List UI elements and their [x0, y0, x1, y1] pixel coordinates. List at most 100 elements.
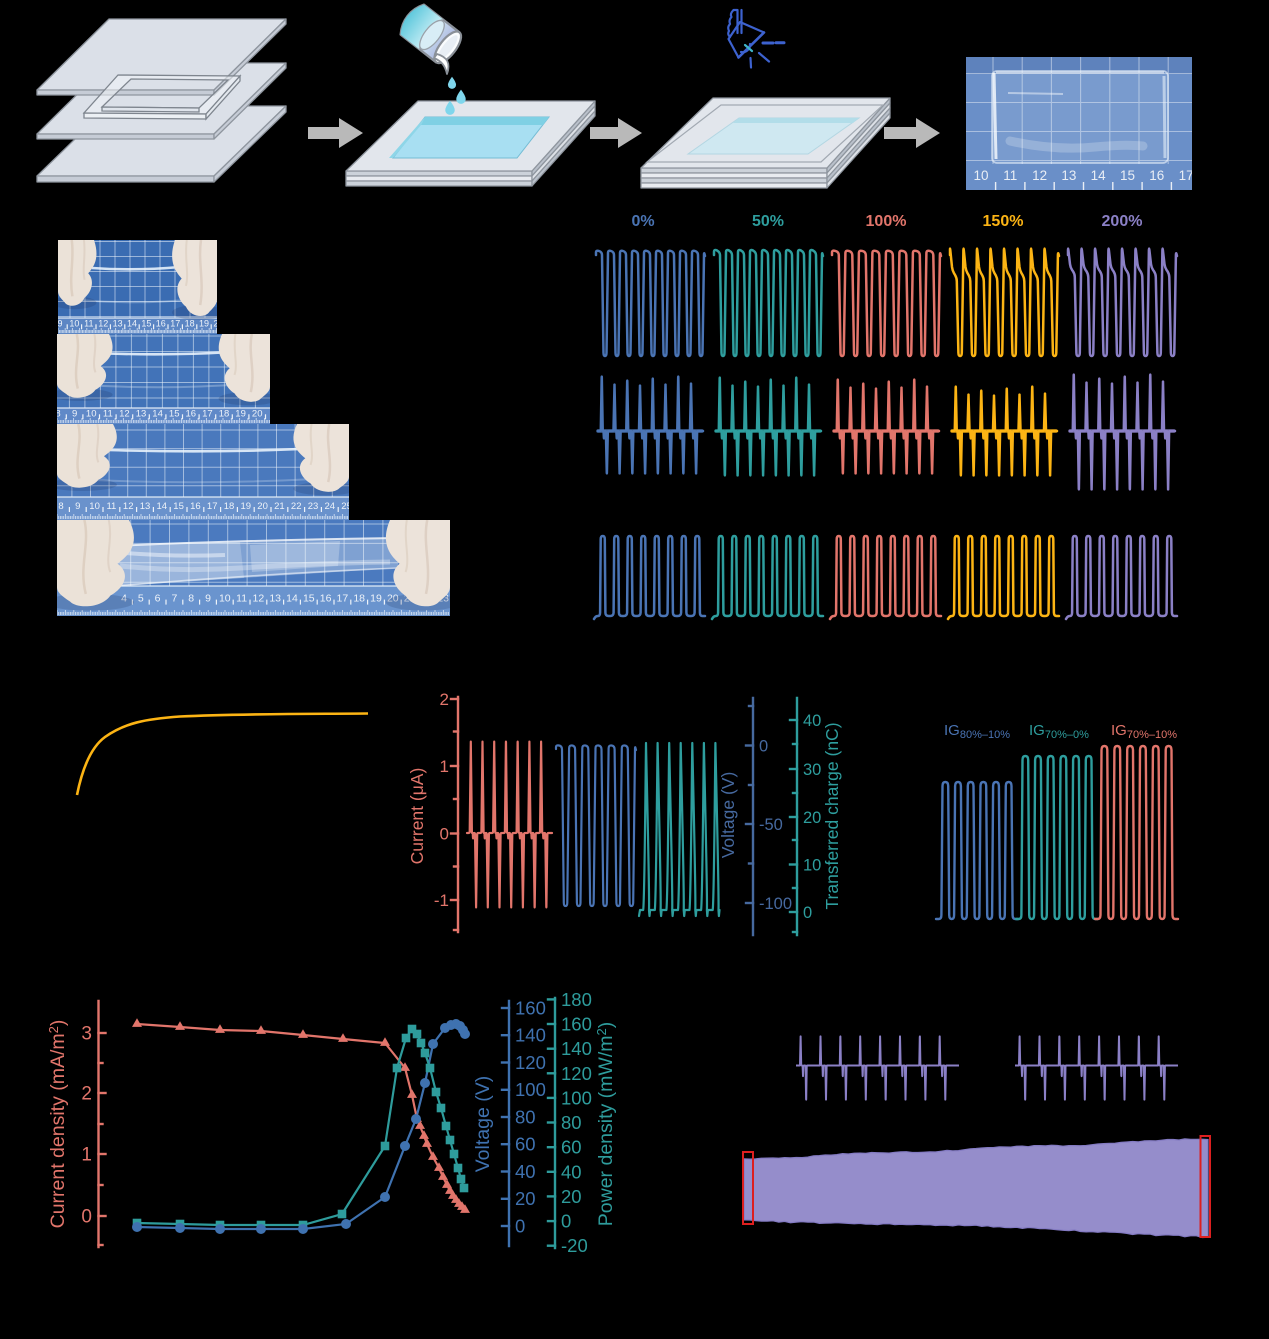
svg-text:20: 20 [213, 318, 223, 328]
svg-text:14: 14 [157, 501, 168, 512]
svg-text:2: 2 [81, 1084, 92, 1105]
svg-text:17: 17 [202, 408, 213, 419]
svg-text:4: 4 [121, 593, 127, 605]
svg-text:3: 3 [81, 1024, 92, 1045]
svg-text:80: 80 [515, 1107, 536, 1128]
svg-text:13: 13 [140, 501, 151, 512]
svg-text:16: 16 [186, 408, 197, 419]
svg-text:Power density (mW/m2): Power density (mW/m2) [594, 1022, 617, 1226]
svg-text:13: 13 [113, 318, 123, 328]
svg-text:0: 0 [561, 1211, 571, 1232]
svg-text:23: 23 [437, 593, 449, 605]
svg-text:19: 19 [199, 318, 209, 328]
svg-text:80: 80 [561, 1112, 582, 1133]
svg-text:9: 9 [205, 593, 211, 605]
svg-text:16: 16 [1149, 168, 1164, 183]
svg-text:15: 15 [169, 408, 180, 419]
svg-text:16: 16 [156, 318, 166, 328]
svg-text:Current (μA): Current (μA) [407, 768, 427, 865]
svg-text:15: 15 [1120, 168, 1135, 183]
svg-text:11: 11 [84, 318, 93, 328]
svg-text:19: 19 [241, 501, 252, 512]
svg-text:-50: -50 [759, 816, 783, 834]
svg-text:10: 10 [89, 501, 100, 512]
svg-text:40: 40 [515, 1161, 536, 1182]
svg-text:8: 8 [188, 593, 194, 605]
svg-text:10: 10 [803, 856, 821, 874]
svg-text:140: 140 [561, 1038, 592, 1059]
svg-text:17: 17 [337, 593, 349, 605]
svg-text:23: 23 [308, 501, 319, 512]
svg-text:10: 10 [973, 168, 988, 183]
svg-text:Voltage (V): Voltage (V) [718, 772, 738, 859]
svg-text:180: 180 [561, 989, 592, 1010]
svg-text:0: 0 [81, 1207, 92, 1228]
svg-text:-100: -100 [759, 895, 792, 913]
svg-text:160: 160 [515, 998, 546, 1019]
svg-text:8: 8 [55, 408, 60, 419]
svg-text:2: 2 [440, 690, 449, 709]
svg-text:12: 12 [253, 593, 265, 605]
svg-text:0: 0 [759, 737, 768, 755]
svg-text:0: 0 [515, 1216, 525, 1237]
svg-text:17: 17 [207, 501, 218, 512]
svg-text:100: 100 [561, 1087, 592, 1108]
svg-text:21: 21 [274, 501, 285, 512]
svg-text:200%: 200% [1102, 213, 1143, 230]
svg-text:0: 0 [803, 904, 812, 922]
svg-text:20: 20 [387, 593, 399, 605]
svg-text:25: 25 [341, 501, 352, 512]
svg-text:19: 19 [235, 408, 246, 419]
svg-text:11: 11 [236, 593, 247, 605]
svg-text:0%: 0% [631, 213, 654, 230]
svg-text:1: 1 [81, 1145, 92, 1166]
svg-text:13: 13 [269, 593, 281, 605]
svg-text:13: 13 [1061, 168, 1076, 183]
svg-text:20: 20 [561, 1186, 582, 1207]
svg-text:-20: -20 [561, 1235, 588, 1256]
svg-text:11: 11 [1003, 168, 1017, 183]
svg-text:140: 140 [515, 1025, 546, 1046]
svg-text:15: 15 [173, 501, 184, 512]
svg-text:10: 10 [69, 318, 79, 328]
svg-text:160: 160 [561, 1014, 592, 1035]
svg-text:24: 24 [325, 501, 336, 512]
svg-text:20: 20 [803, 809, 821, 827]
svg-text:40: 40 [803, 712, 821, 730]
svg-text:100: 100 [515, 1079, 546, 1100]
svg-text:17: 17 [170, 318, 180, 328]
svg-text:12: 12 [119, 408, 130, 419]
svg-text:7: 7 [171, 593, 177, 605]
svg-text:60: 60 [561, 1137, 582, 1158]
svg-text:12: 12 [123, 501, 134, 512]
svg-text:22: 22 [291, 501, 302, 512]
svg-text:16: 16 [320, 593, 332, 605]
svg-text:15: 15 [141, 318, 151, 328]
svg-text:15: 15 [303, 593, 315, 605]
svg-text:13: 13 [136, 408, 147, 419]
svg-text:11: 11 [106, 501, 116, 512]
svg-text:5: 5 [138, 593, 144, 605]
svg-text:14: 14 [152, 408, 163, 419]
svg-text:0: 0 [440, 825, 449, 844]
svg-text:18: 18 [353, 593, 365, 605]
svg-text:12: 12 [1032, 168, 1047, 183]
svg-text:14: 14 [286, 593, 298, 605]
svg-text:Voltage (V): Voltage (V) [472, 1076, 494, 1172]
svg-text:60: 60 [515, 1134, 536, 1155]
svg-text:9: 9 [72, 408, 77, 419]
svg-text:14: 14 [1091, 168, 1107, 183]
svg-text:19: 19 [370, 593, 382, 605]
svg-text:Current density (mA/m2): Current density (mA/m2) [46, 1020, 69, 1229]
svg-text:10: 10 [86, 408, 97, 419]
svg-text:-1: -1 [434, 891, 449, 910]
svg-text:1: 1 [440, 757, 449, 776]
svg-text:11: 11 [103, 408, 113, 419]
svg-text:6: 6 [155, 593, 161, 605]
svg-text:50%: 50% [752, 213, 784, 230]
svg-text:17: 17 [1179, 168, 1194, 183]
svg-text:9: 9 [75, 501, 80, 512]
svg-text:18: 18 [224, 501, 235, 512]
svg-text:16: 16 [190, 501, 201, 512]
svg-text:18: 18 [185, 318, 195, 328]
